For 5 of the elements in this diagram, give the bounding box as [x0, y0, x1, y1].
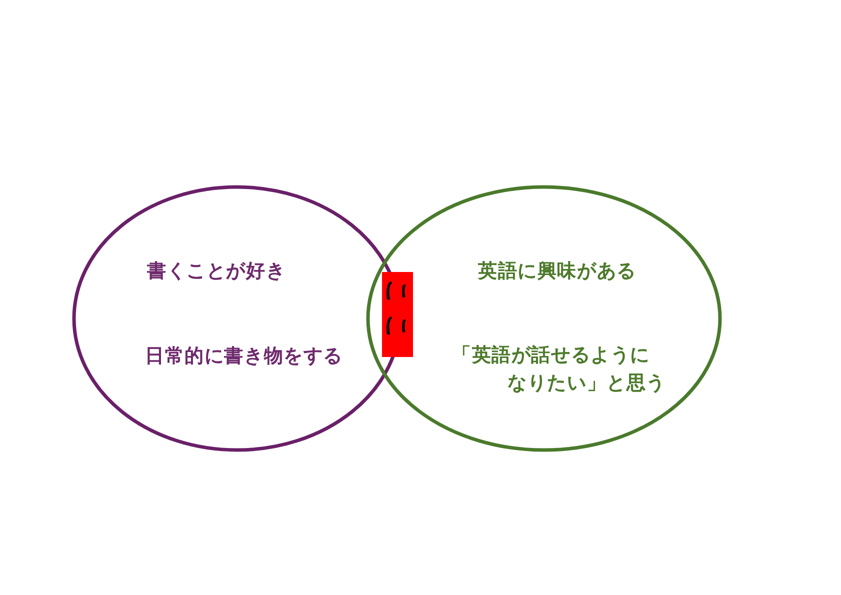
set-label: 英語に興味がある: [478, 259, 636, 284]
set-label: 書くことが好き: [147, 259, 286, 284]
set-label: 「英語が話せるようになりたい」と思う: [452, 343, 666, 396]
set-label: 日常的に書き物をする: [145, 344, 343, 369]
venn-ellipse: [366, 185, 722, 452]
